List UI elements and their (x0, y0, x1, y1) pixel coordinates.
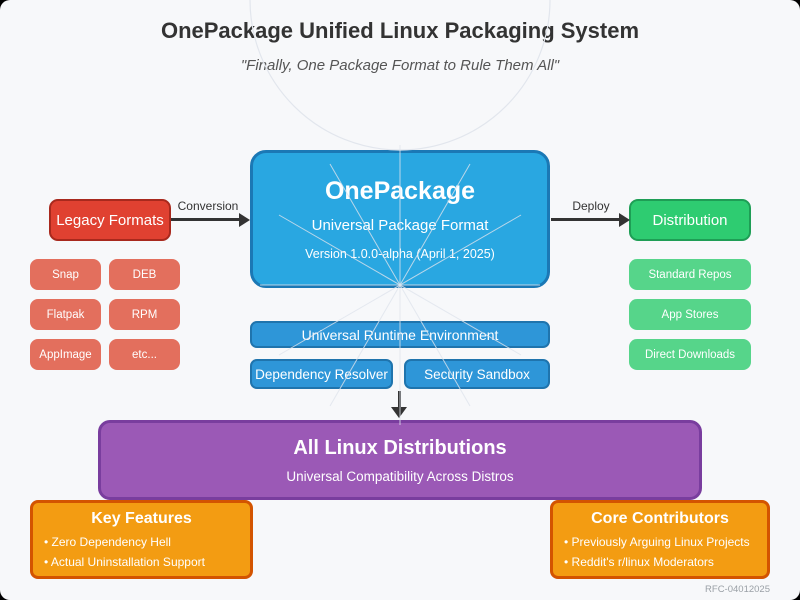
panel-core-contributors: Core Contributors Previously Arguing Lin… (550, 500, 770, 579)
key-feature-item: Zero Dependency Hell (33, 532, 250, 552)
distros-subtitle: Universal Compatibility Across Distros (286, 468, 514, 484)
key-feature-item: Actual Uninstallation Support (33, 552, 250, 572)
node-all-linux-distributions: All Linux Distributions Universal Compat… (98, 420, 702, 500)
chip-deb: DEB (109, 259, 180, 290)
onepackage-subtitle: Universal Package Format (311, 216, 489, 234)
panel-key-features: Key Features Zero Dependency Hell Actual… (30, 500, 253, 579)
node-onepackage: OnePackage Universal Package Format Vers… (250, 150, 550, 288)
conversion-arrowhead-icon (239, 212, 250, 227)
chip-snap: Snap (30, 259, 101, 290)
rfc-reference: RFC-04012025 (705, 584, 770, 595)
distros-title: All Linux Distributions (293, 436, 507, 459)
node-security-sandbox: Security Sandbox (404, 359, 550, 389)
chip-flatpak: Flatpak (30, 299, 101, 330)
chip-appimage: AppImage (30, 339, 101, 370)
chip-standard-repos: Standard Repos (629, 259, 751, 290)
deploy-arrow-label: Deploy (572, 199, 610, 213)
chip-app-stores: App Stores (629, 299, 751, 330)
node-dependency-resolver: Dependency Resolver (250, 359, 393, 389)
chip-etc: etc... (109, 339, 180, 370)
down-arrowhead-icon (391, 407, 407, 418)
chip-direct-downloads: Direct Downloads (629, 339, 751, 370)
conversion-arrow-line (171, 218, 241, 221)
chip-rpm: RPM (109, 299, 180, 330)
onepackage-title: OnePackage (324, 176, 476, 205)
core-contributor-item: Reddit's r/linux Moderators (553, 552, 767, 572)
core-contributors-title: Core Contributors (591, 510, 729, 527)
onepackage-version: Version 1.0.0-alpha (April 1, 2025) (305, 246, 495, 261)
node-legacy-formats: Legacy Formats (49, 199, 171, 241)
key-feature-item: Quantum Disk Space Compression (33, 572, 250, 576)
page-subtitle: "Finally, One Package Format to Rule The… (240, 57, 560, 74)
deploy-arrowhead-icon (619, 212, 630, 227)
page-title: OnePackage Unified Linux Packaging Syste… (160, 18, 640, 43)
key-features-title: Key Features (91, 510, 192, 527)
node-distribution: Distribution (629, 199, 751, 241)
node-universal-runtime: Universal Runtime Environment (250, 321, 550, 348)
core-contributor-item: World Peace Committee (553, 572, 767, 576)
deploy-arrow-line (551, 218, 621, 221)
core-contributor-item: Previously Arguing Linux Projects (553, 532, 767, 552)
conversion-arrow-label: Conversion (177, 199, 239, 213)
